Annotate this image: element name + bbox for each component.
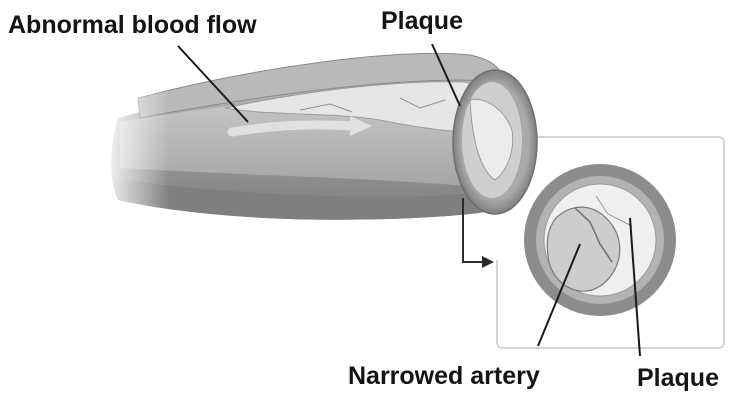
label-plaque-top: Plaque — [381, 9, 463, 34]
label-abnormal-blood-flow: Abnormal blood flow — [8, 13, 257, 38]
label-plaque-bottom: Plaque — [637, 366, 719, 391]
label-narrowed-artery: Narrowed artery — [348, 364, 540, 389]
